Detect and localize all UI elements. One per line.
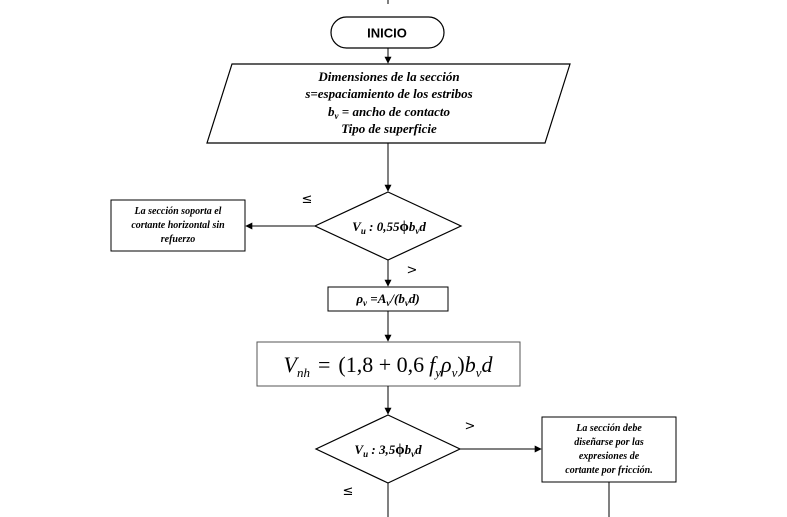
input-line-2: s=espaciamiento de los estribos <box>304 86 472 101</box>
decision1-le-label: ≤ <box>302 192 313 207</box>
result1-box <box>110 199 246 252</box>
decision2-gt-label: > <box>465 419 476 434</box>
rho-box <box>327 286 449 312</box>
input-line-3: bv = ancho de contacto <box>328 104 450 121</box>
result2-box <box>541 416 677 483</box>
start-label: INICIO <box>367 26 407 41</box>
result1-line-1: La sección soporta el <box>134 206 222 217</box>
input-line-4: Tipo de superficie <box>341 121 437 136</box>
result2-line-2: diseñarse por las <box>574 437 644 448</box>
rho-expression: ρv =Av/(bvd) <box>355 291 419 308</box>
result1-line-3: refuerzo <box>161 234 195 245</box>
result2-line-4: cortante por fricción. <box>565 465 653 476</box>
result2-line-3: expresiones de <box>579 451 640 462</box>
decision2-le-label: ≤ <box>343 484 354 499</box>
vnh-box <box>256 341 521 387</box>
input-line-1: Dimensiones de la sección <box>317 69 459 84</box>
input-parallelogram <box>206 63 571 144</box>
result1-line-2: cortante horizontal sin <box>131 220 225 231</box>
decision1-expression: Vu : 0,55ϕbvd <box>352 219 426 236</box>
decision1-gt-label: > <box>407 263 418 278</box>
decision2-expression: Vu : 3,5ϕbvd <box>354 442 422 459</box>
result2-line-1: La sección debe <box>575 423 642 434</box>
